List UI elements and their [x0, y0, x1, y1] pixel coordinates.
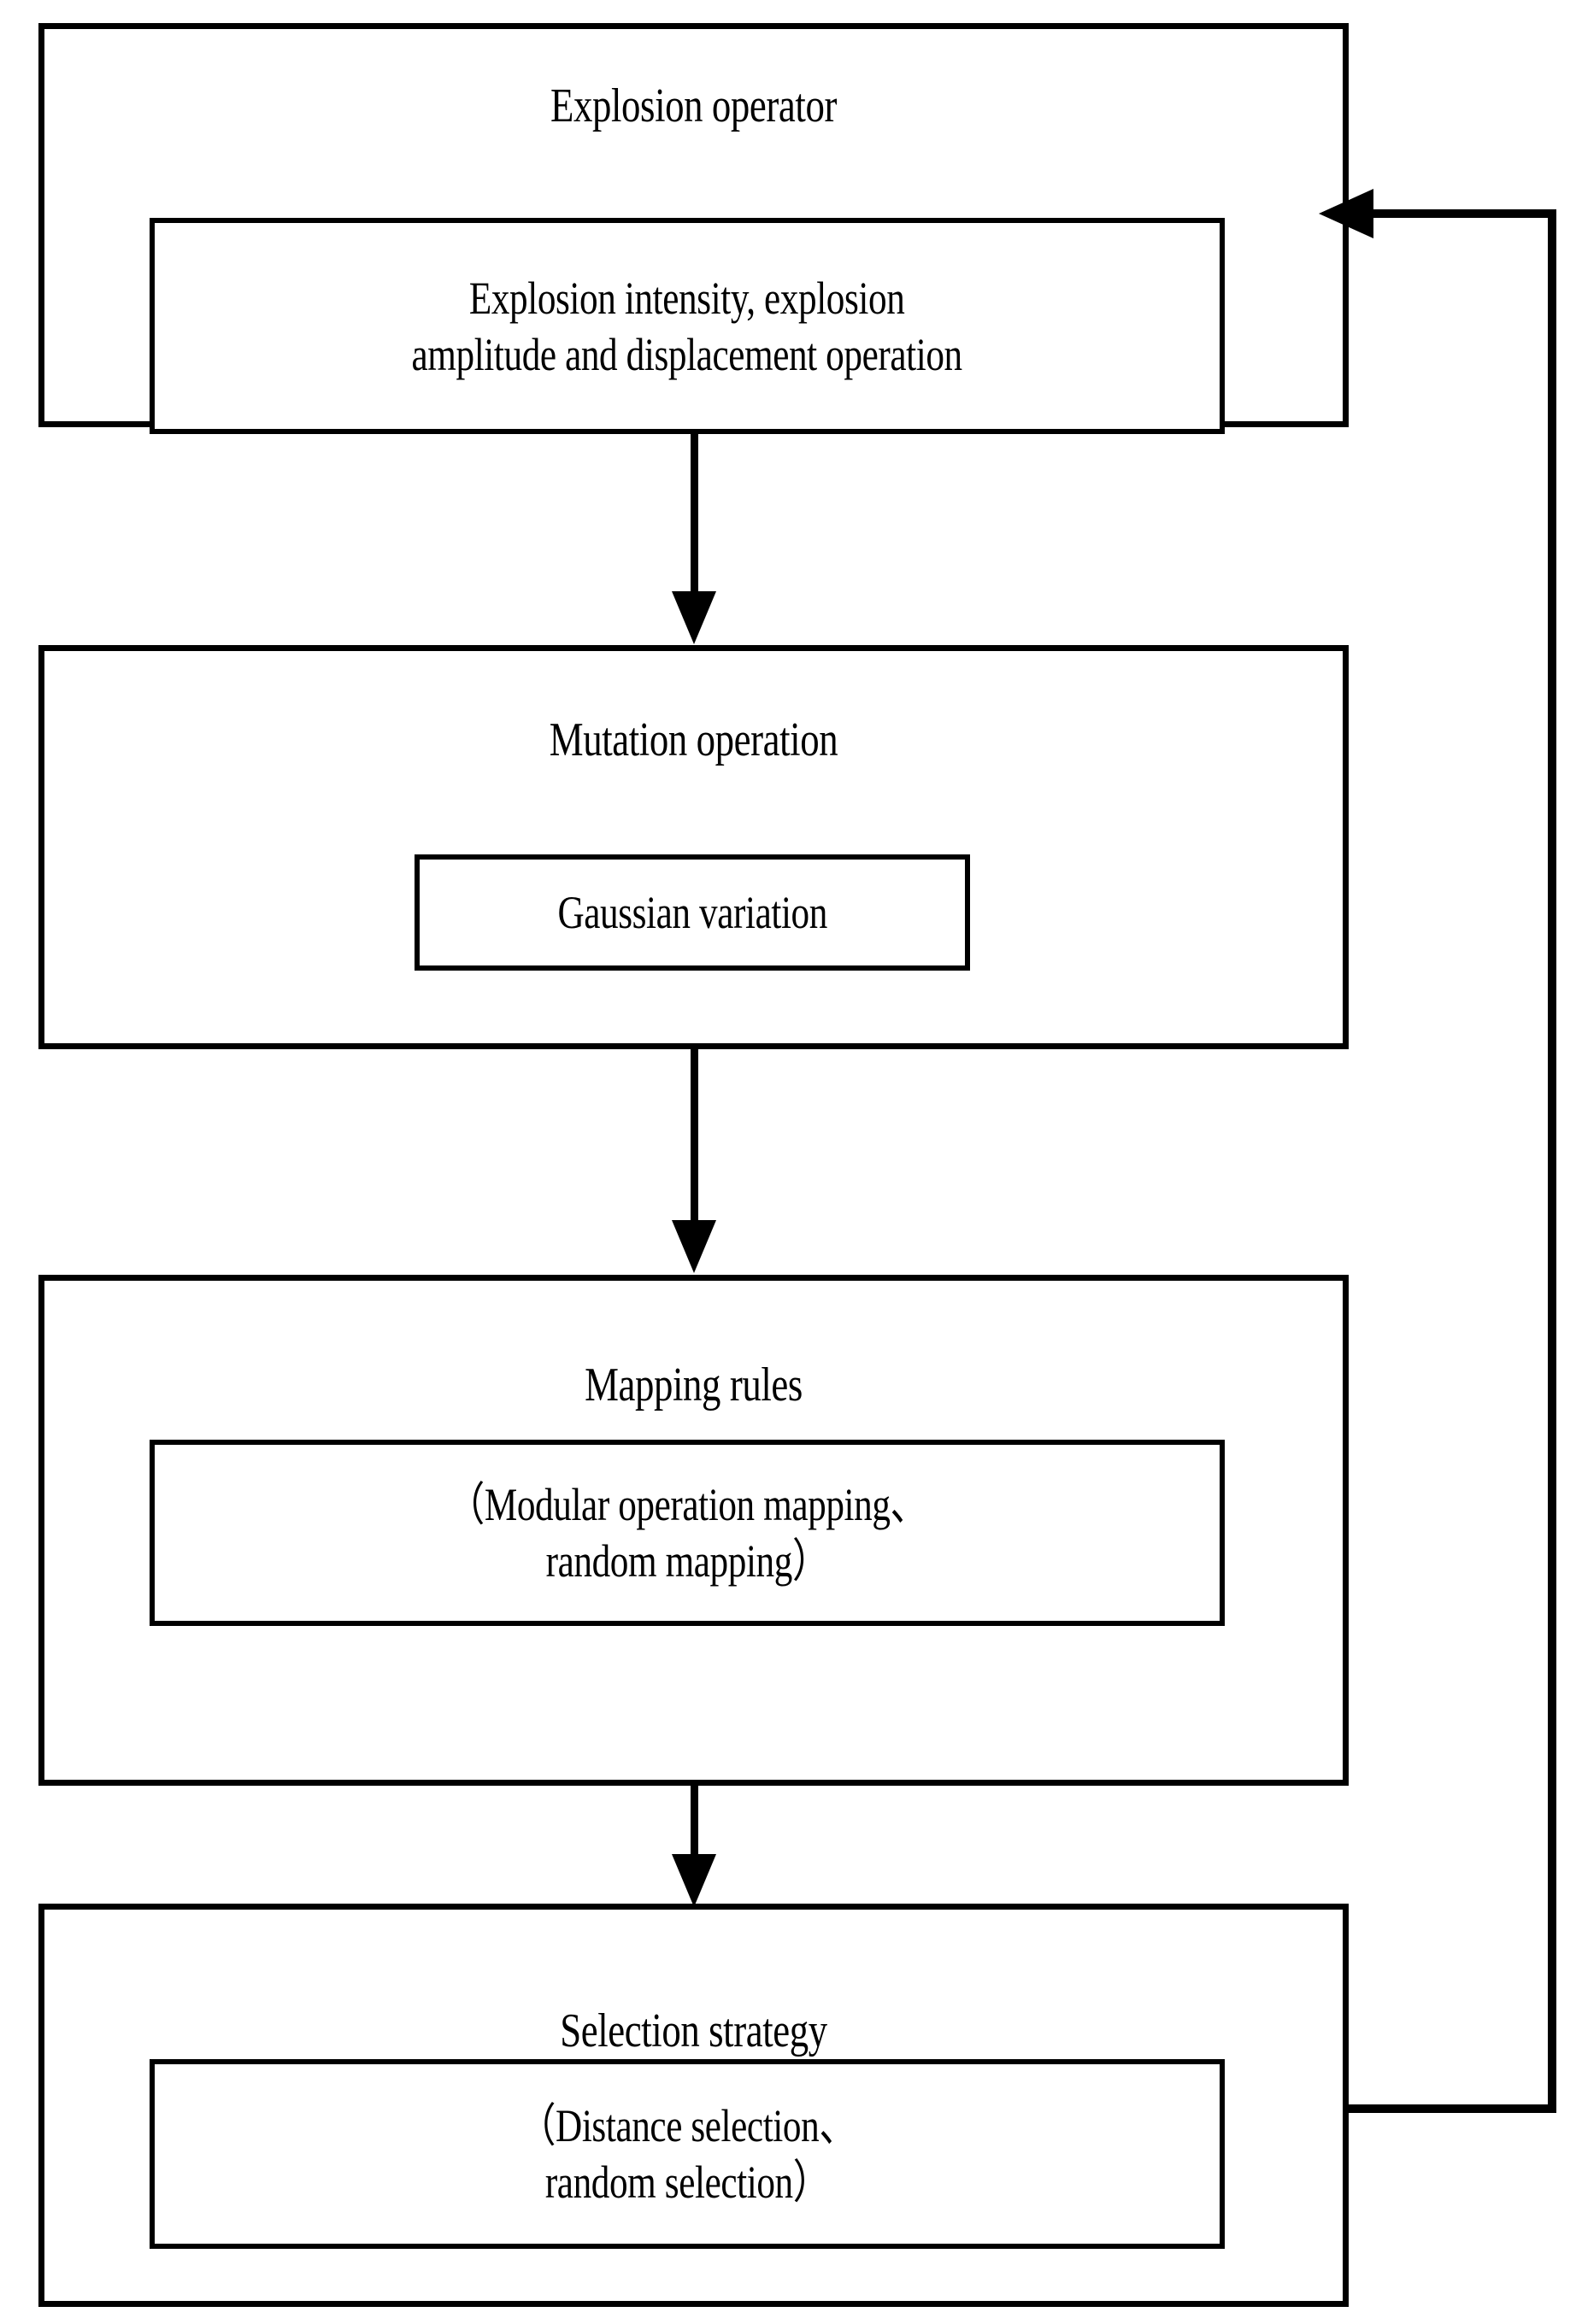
subnode-gaussian-variation[interactable]: Gaussian variation [415, 854, 970, 971]
subnode-selection-detail-line2: random selection） [544, 2157, 830, 2208]
node-mutation-operation[interactable]: Mutation operation [38, 645, 1349, 1049]
subnode-explosion-detail-text: Explosion intensity, explosion amplitude… [411, 270, 963, 383]
edge-1-line [691, 431, 698, 597]
edge-2-arrowhead-icon [672, 1220, 716, 1273]
subnode-gaussian-variation-text: Gaussian variation [557, 887, 827, 938]
subnode-selection-detail[interactable]: （Distance selection、 random selection） [150, 2059, 1225, 2249]
edge-3-line [691, 1786, 698, 1861]
node-explosion-operator-title: Explosion operator [550, 79, 837, 132]
subnode-mapping-detail[interactable]: （Modular operation mapping、 random mappi… [150, 1440, 1225, 1626]
subnode-explosion-detail-line2: amplitude and displacement operation [411, 328, 963, 380]
subnode-mapping-detail-line1: （Modular operation mapping、 [447, 1479, 927, 1530]
node-mapping-rules-title: Mapping rules [585, 1359, 803, 1411]
edge-feedback-arrowhead-icon [1319, 189, 1373, 238]
subnode-mapping-detail-line2: random mapping） [545, 1535, 829, 1587]
subnode-selection-detail-text: （Distance selection、 random selection） [519, 2098, 856, 2210]
subnode-explosion-detail-line1: Explosion intensity, explosion [469, 272, 905, 324]
node-mutation-operation-title: Mutation operation [549, 713, 838, 766]
edge-feedback-right-segment [1548, 209, 1556, 2113]
node-selection-strategy-title: Selection strategy [560, 2004, 827, 2057]
edge-feedback-top-segment [1372, 209, 1553, 218]
edge-feedback-bottom-segment [1344, 2104, 1556, 2113]
subnode-explosion-detail[interactable]: Explosion intensity, explosion amplitude… [150, 218, 1225, 434]
edge-1-arrowhead-icon [672, 591, 716, 644]
edge-3-arrowhead-icon [672, 1854, 716, 1907]
subnode-mapping-detail-text: （Modular operation mapping、 random mappi… [447, 1476, 927, 1589]
edge-2-line [691, 1049, 698, 1224]
subnode-selection-detail-line1: （Distance selection、 [519, 2100, 856, 2151]
